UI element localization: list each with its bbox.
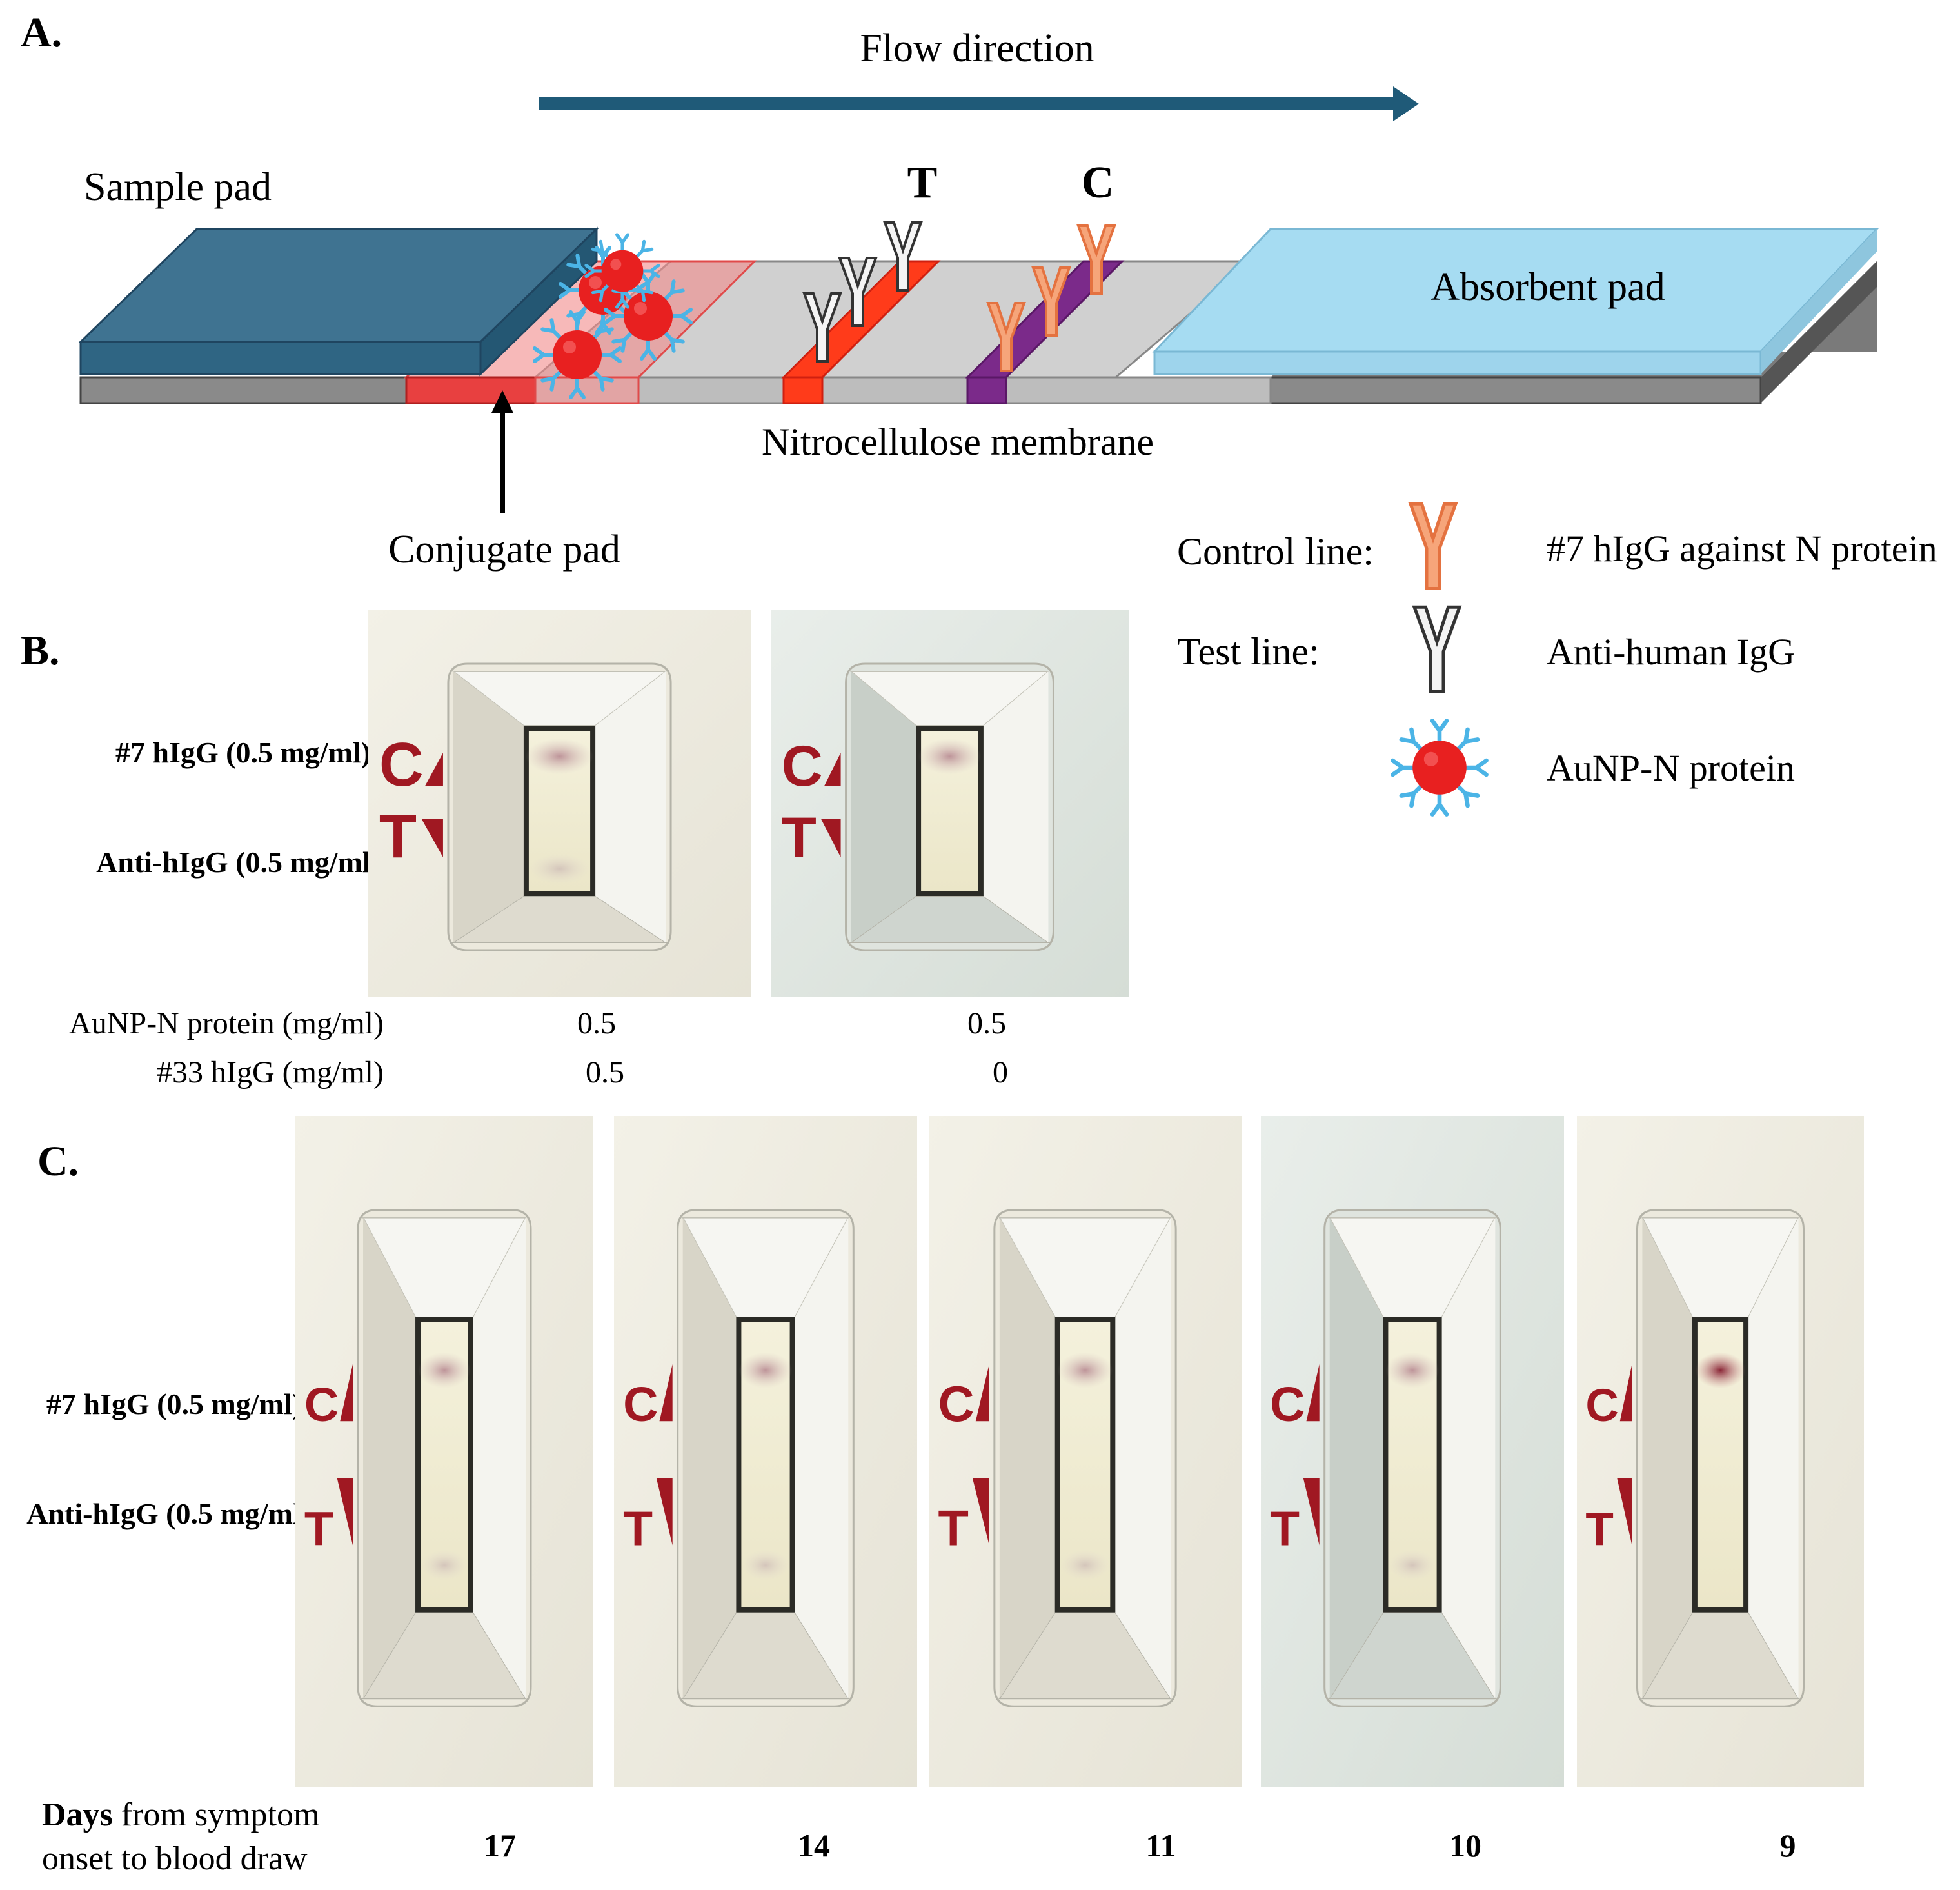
panel-c-cassette-3: CT (929, 1116, 1242, 1787)
aunp-value-2: 0.5 (967, 1006, 1006, 1040)
t-line-label: T (907, 158, 938, 208)
panel-c-row-c-label: #7 hIgG (0.5 mg/ml) (46, 1388, 302, 1420)
panel-c-label: C. (37, 1138, 79, 1185)
cassette-c-letter: C (379, 731, 424, 799)
day-value-4: 10 (1449, 1827, 1481, 1864)
day-value-3: 11 (1145, 1827, 1176, 1864)
panel-b-cassette-2: CT (771, 610, 1129, 997)
cassette-t-letter: T (623, 1502, 653, 1556)
day-value-2: 14 (798, 1827, 830, 1864)
cassette-t-letter: T (782, 806, 817, 870)
legend-control-label: Control line: (1177, 530, 1374, 573)
panel-b-label: B. (21, 627, 60, 674)
conjugate-pad-arrow (491, 390, 513, 513)
cassette-c-letter: C (623, 1377, 658, 1431)
cassette-c-letter: C (1585, 1380, 1618, 1431)
day-value-5: 9 (1780, 1827, 1796, 1864)
flow-direction-arrow (539, 86, 1419, 121)
panel-c-cassette-2: CT (614, 1116, 917, 1787)
panel-b-cassette-1: CT (368, 610, 751, 997)
h33-concentration-label: #33 hIgG (mg/ml) (157, 1055, 384, 1089)
sample-pad (78, 226, 599, 377)
legend-control-desc: #7 hIgG against N protein (1547, 528, 1937, 570)
c-line-label: C (1082, 158, 1114, 208)
legend-control-icon (1411, 504, 1456, 588)
cassette-t-letter: T (1585, 1505, 1613, 1556)
cassette-t-letter: T (938, 1501, 969, 1557)
panel-a-label: A. (21, 9, 62, 56)
aunp-value-1: 0.5 (577, 1006, 616, 1040)
legend-test-desc: Anti-human IgG (1547, 631, 1795, 673)
panel-c-row-t-label: Anti-hIgG (0.5 mg/ml) (26, 1497, 311, 1530)
legend: Control line: #7 hIgG against N protein … (1177, 504, 1937, 814)
conjugate-pad-label: Conjugate pad (388, 528, 620, 572)
days-label-rest: from symptom (113, 1796, 320, 1833)
h33-value-1: 0.5 (586, 1055, 624, 1089)
days-label-bold: Days (42, 1796, 113, 1833)
panel-c-cassette-1: CT (295, 1116, 593, 1787)
legend-test-label: Test line: (1177, 630, 1320, 673)
days-label-line1: Days from symptom (42, 1796, 319, 1833)
panel-b-row-c-label: #7 hIgG (0.5 mg/ml) (115, 736, 371, 769)
cassette-c-letter: C (1270, 1377, 1305, 1431)
h33-value-2: 0 (993, 1055, 1008, 1089)
days-label-line2: onset to blood draw (42, 1840, 308, 1877)
cassette-c-letter: C (938, 1377, 975, 1432)
panel-b-row-t-label: Anti-hIgG (0.5 mg/ml) (96, 846, 381, 879)
legend-test-icon (1414, 607, 1460, 691)
aunp-concentration-label: AuNP-N protein (mg/ml) (69, 1006, 384, 1040)
legend-aunp-icon (1392, 721, 1486, 814)
panel-c-cassette-5: CT (1577, 1116, 1864, 1787)
day-value-1: 17 (484, 1827, 516, 1864)
cassette-c-letter: C (782, 734, 823, 798)
cassette-t-letter: T (379, 802, 417, 871)
panel-c-cassette-4: CT (1261, 1116, 1564, 1787)
cassette-t-letter: T (304, 1502, 333, 1556)
legend-aunp-desc: AuNP-N protein (1547, 747, 1795, 789)
membrane-label: Nitrocellulose membrane (762, 421, 1154, 463)
sample-pad-label: Sample pad (84, 165, 272, 209)
absorbent-pad (1152, 228, 1879, 375)
cassette-t-letter: T (1270, 1502, 1300, 1556)
cassette-c-letter: C (304, 1378, 339, 1431)
absorbent-pad-label: Absorbent pad (1430, 265, 1665, 309)
flow-direction-label: Flow direction (860, 26, 1094, 70)
